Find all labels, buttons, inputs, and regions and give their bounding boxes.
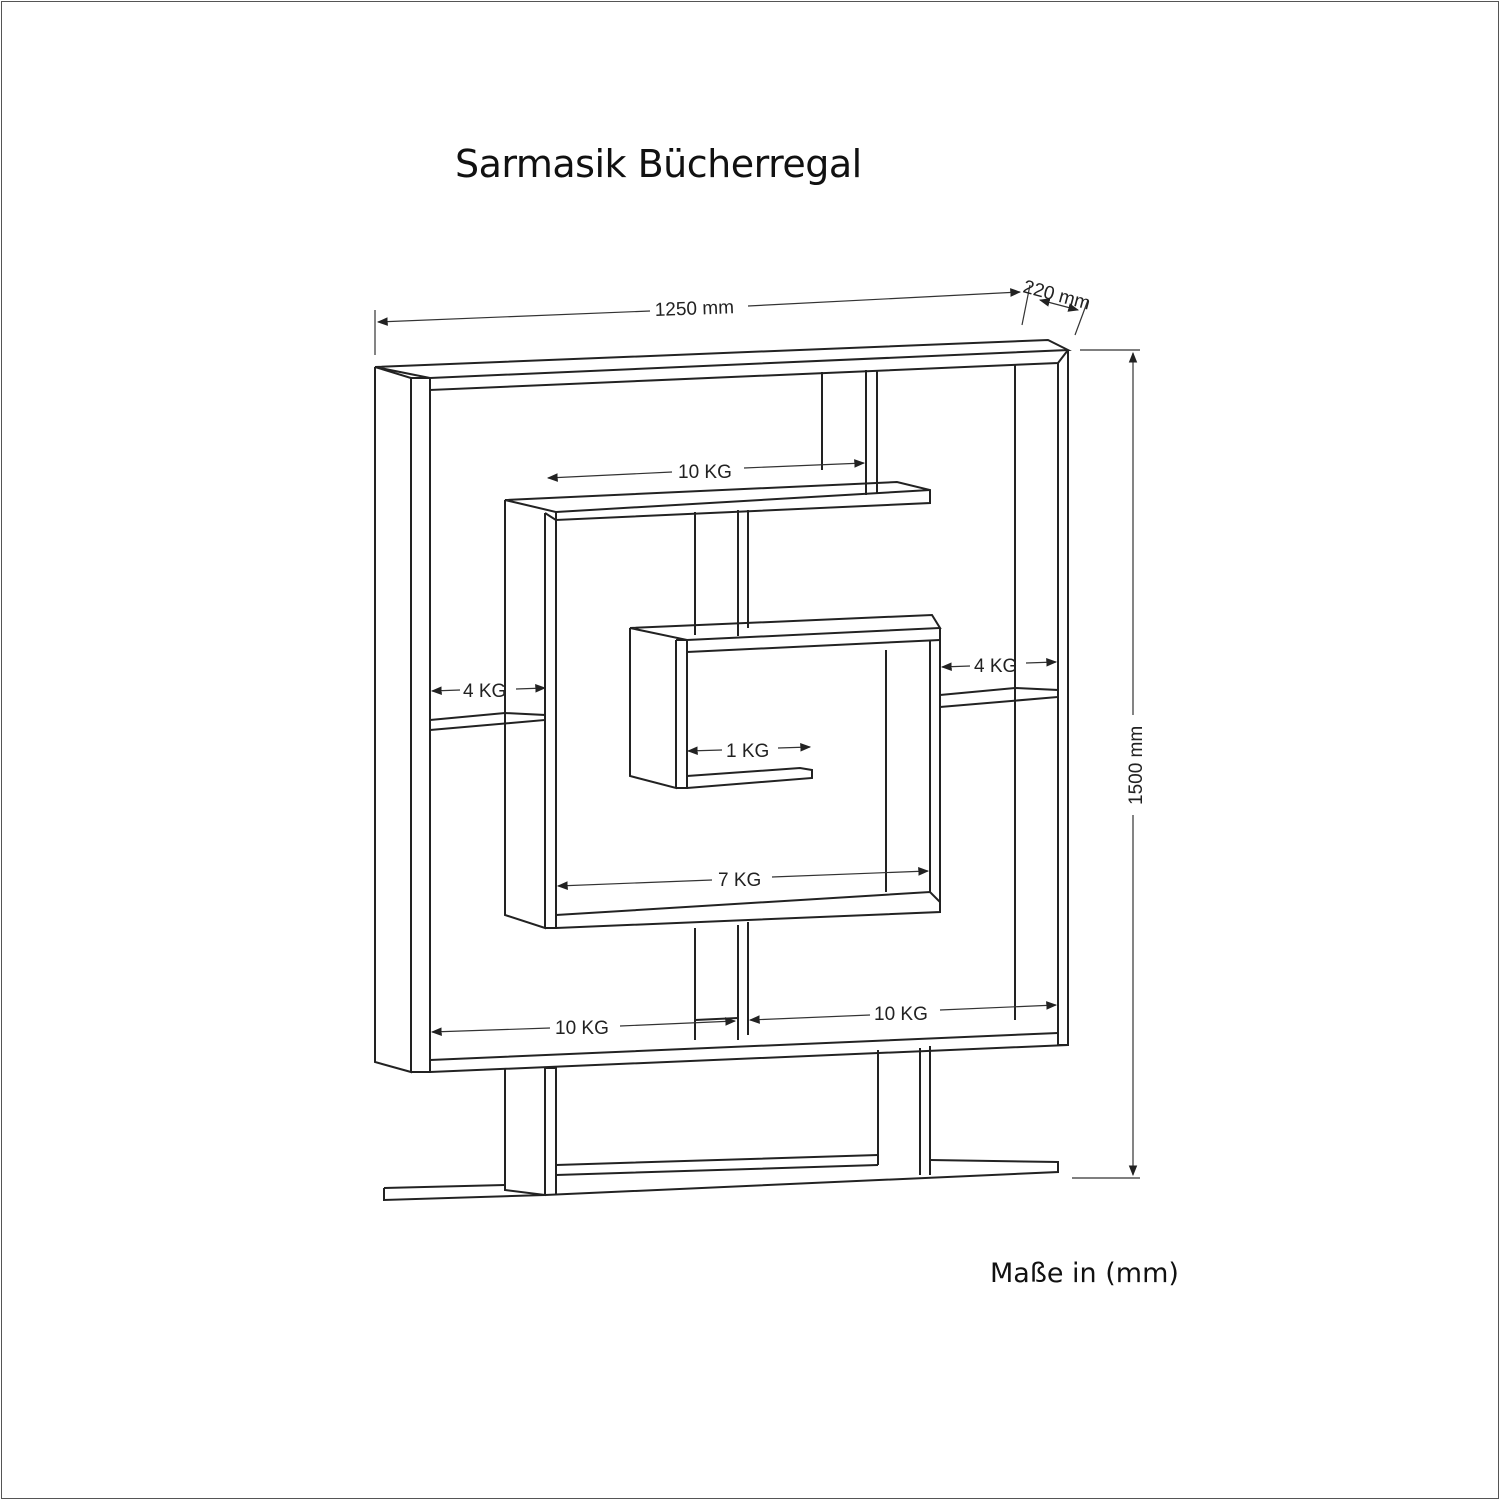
width-label: 1250 mm [654, 297, 734, 321]
outer-frame [374, 338, 1072, 1074]
height-label: 1500 mm [1126, 726, 1147, 805]
diagram-title: Sarmasik Bücherregal [455, 142, 862, 186]
lower-dividers [694, 922, 749, 1040]
base-stand [383, 1046, 1059, 1202]
load-label-left-middle: 4 KG [463, 681, 506, 702]
depth-label: 220 mm [1021, 277, 1093, 315]
load-label-right-middle: 4 KG [974, 656, 1017, 677]
middle-frame [504, 500, 941, 930]
load-label-bottom-right: 10 KG [874, 1004, 928, 1025]
load-label-bottom-left: 10 KG [555, 1018, 609, 1039]
units-note: Maße in (mm) [990, 1258, 1179, 1289]
dimension-lines [374, 284, 1140, 1179]
load-label-center-box: 1 KG [726, 741, 769, 762]
center-box [629, 613, 942, 790]
load-label-top-shelf: 10 KG [678, 462, 732, 483]
side-shelves [429, 686, 1059, 731]
load-label-inner-bottom: 7 KG [718, 870, 761, 891]
upper-shelf [504, 370, 931, 522]
